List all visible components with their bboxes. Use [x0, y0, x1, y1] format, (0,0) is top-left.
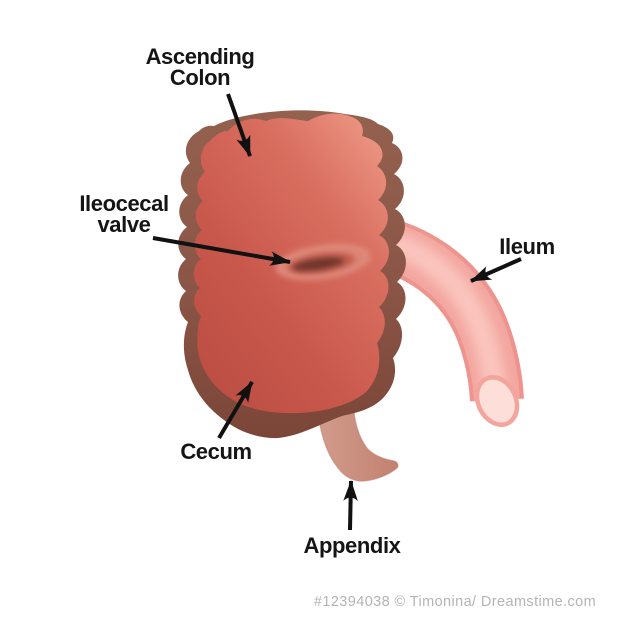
ileocecal-valve-label: Ileocecal valve [34, 191, 214, 237]
ascending-colon-label-line1: Ascending [145, 44, 255, 69]
ileum-label-text: Ileum [499, 234, 555, 259]
ileocecal-valve-label-line1: Ileocecal [79, 191, 169, 216]
appendix-arrow [343, 480, 358, 531]
ileocecal-valve-label-line2: valve [97, 212, 151, 237]
ascending-colon-label: Ascending Colon [110, 44, 290, 90]
cecum-arrow [217, 380, 254, 440]
appendix-label: Appendix [272, 533, 432, 558]
stock-watermark: #12394038 © Timonina/ Dreamstime.com [313, 594, 597, 610]
ascending-colon-label-line2: Colon [169, 65, 231, 90]
appendix-shape [316, 400, 399, 482]
ileocecal-valve-arrow [152, 236, 291, 266]
ileum-arrow [470, 257, 522, 283]
ileum-opening [474, 375, 520, 427]
ascending-colon-arrow [226, 93, 252, 157]
pointer-arrows [152, 93, 522, 531]
ileocecal-valve-shape [275, 243, 371, 281]
cecum-label: Cecum [136, 439, 296, 464]
appendix-label-text: Appendix [303, 533, 401, 558]
cecum-label-text: Cecum [180, 439, 252, 464]
ileum-label: Ileum [487, 234, 567, 259]
ileum-tube [379, 219, 524, 427]
